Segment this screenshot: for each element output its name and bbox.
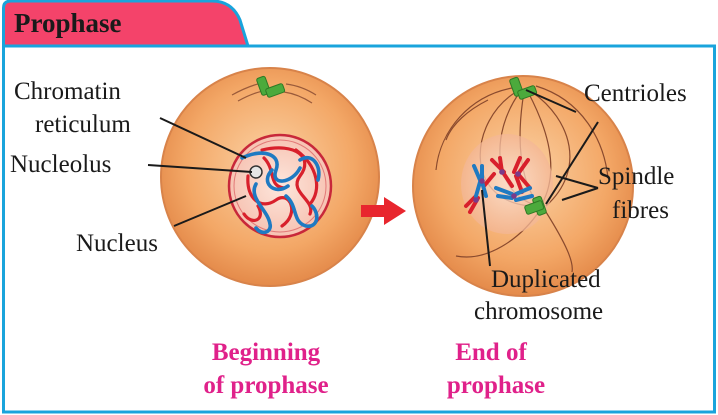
label-duplicated-2: chromosome — [474, 298, 603, 326]
label-spindle-2: fibres — [612, 197, 669, 225]
label-centrioles: Centrioles — [584, 80, 687, 108]
caption-end-2: prophase — [426, 371, 566, 401]
caption-beginning-1: Beginning — [186, 338, 346, 368]
label-nucleus: Nucleus — [76, 230, 158, 258]
label-chromatin-1: Chromatin — [14, 78, 121, 106]
caption-beginning-2: of prophase — [176, 371, 356, 401]
label-duplicated-1: Duplicated — [491, 266, 601, 294]
beginning-cell — [161, 68, 379, 286]
label-spindle-1: Spindle — [598, 163, 674, 191]
label-nucleolus: Nucleolus — [10, 151, 111, 179]
label-chromatin-2: reticulum — [35, 111, 131, 139]
caption-end-1: End of — [426, 338, 556, 368]
page-title: Prophase — [14, 8, 122, 39]
